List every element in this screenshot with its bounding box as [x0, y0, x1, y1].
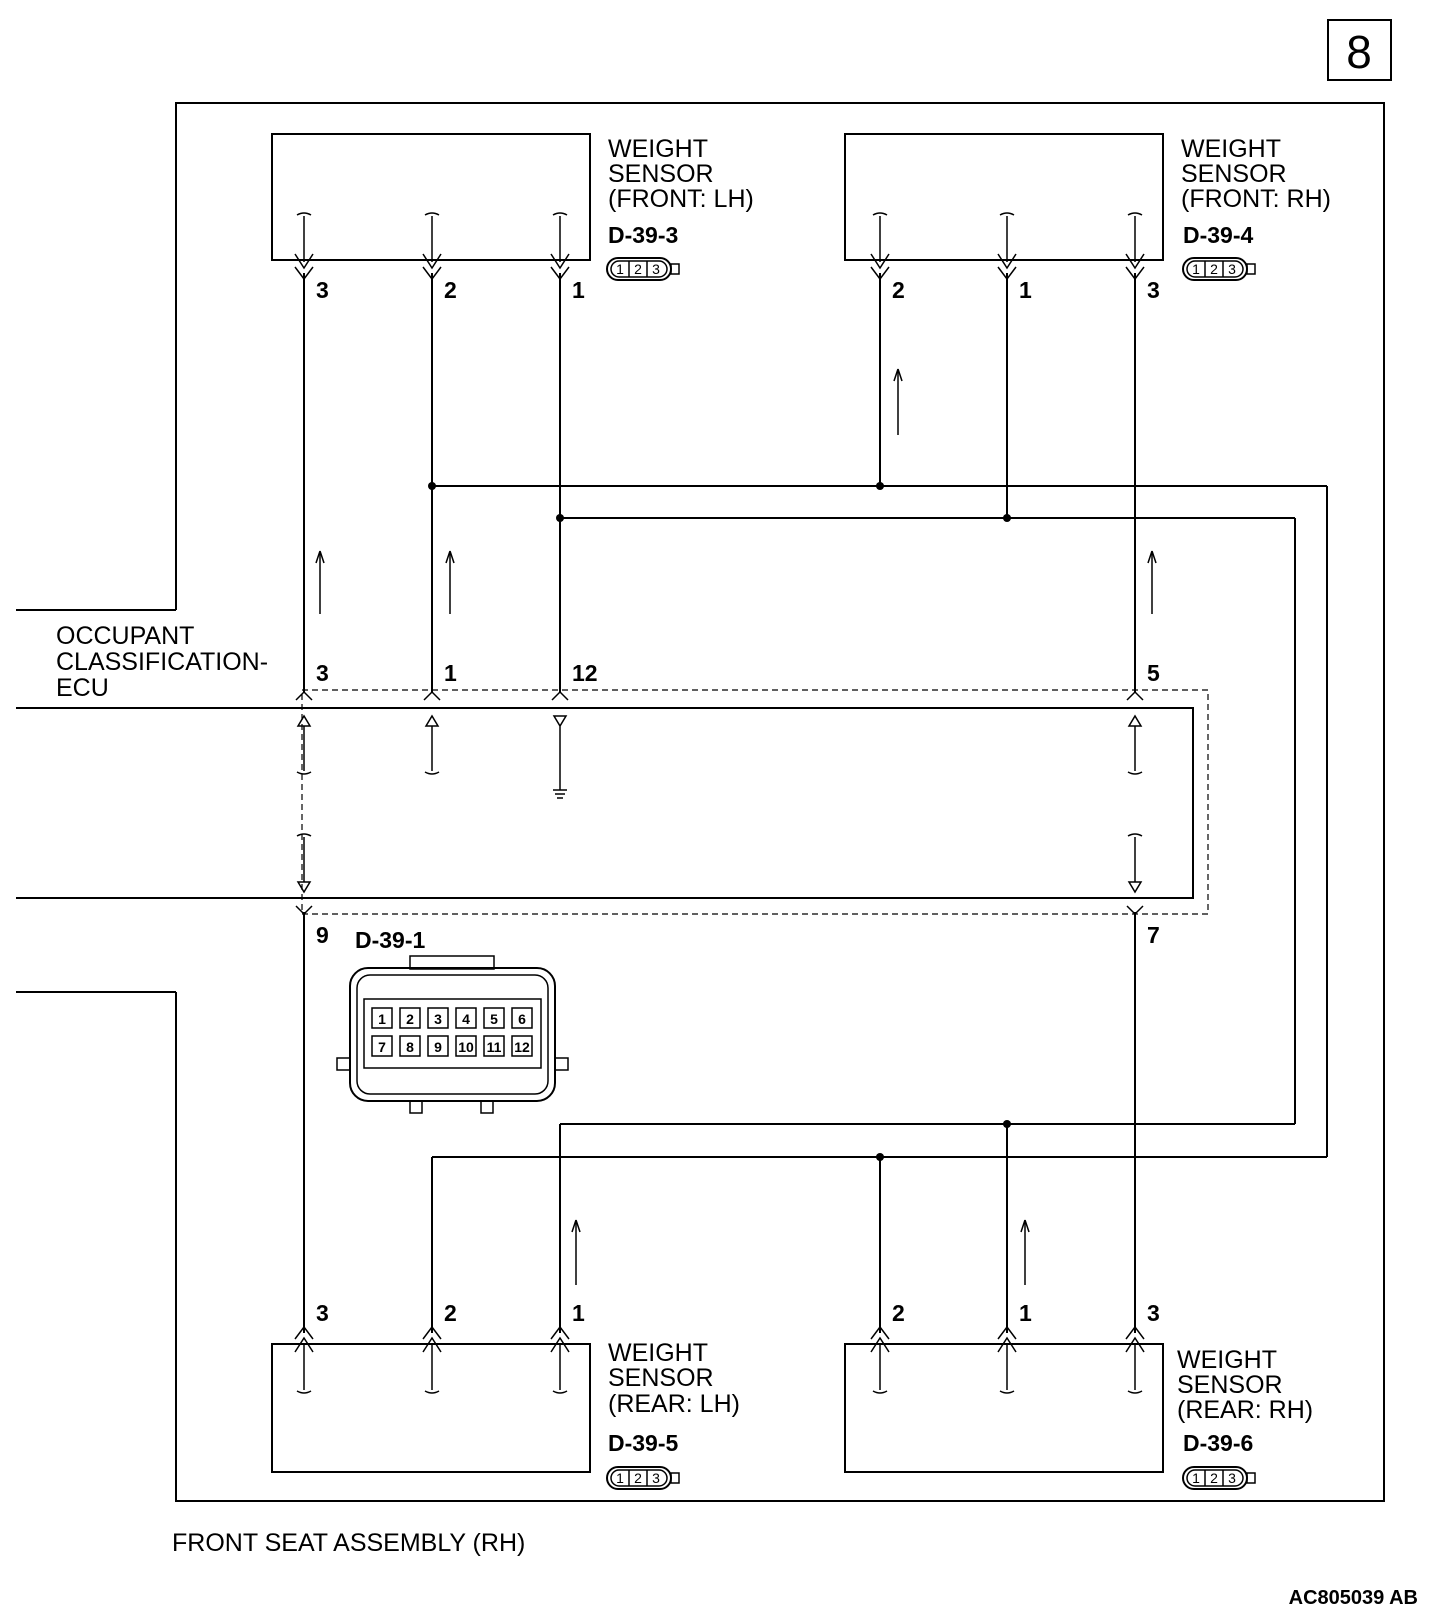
pin-label-rear-lh-c: 1 [572, 1300, 585, 1326]
terminal-icon [1125, 1325, 1145, 1394]
terminal-icon [1125, 212, 1145, 281]
ecu-pin-label-3: 3 [316, 660, 329, 686]
svg-text:6: 6 [518, 1011, 526, 1027]
pin-label-rear-rh-c: 3 [1147, 1300, 1160, 1326]
terminal-icon [550, 1325, 570, 1394]
svg-text:3: 3 [1228, 261, 1236, 277]
pin-label-rear-rh-a: 2 [892, 1300, 905, 1326]
up-arrow-icon [893, 368, 903, 435]
sensor-box-front-lh [271, 133, 591, 261]
ecu-connector-dashed-frame [301, 689, 1209, 915]
sensor-label-front-rh: WEIGHT SENSOR (FRONT: RH) [1181, 135, 1331, 213]
svg-text:3: 3 [1228, 1470, 1236, 1486]
assembly-label: FRONT SEAT ASSEMBLY (RH) [172, 1529, 525, 1557]
terminal-icon [870, 212, 890, 281]
svg-text:10: 10 [458, 1039, 474, 1055]
svg-text:2: 2 [1210, 1470, 1218, 1486]
three-pin-connector-icon-front-rh: 1 2 3 [1182, 257, 1256, 281]
svg-text:1: 1 [1192, 1470, 1200, 1486]
connector-id-front-lh: D-39-3 [608, 222, 678, 248]
pin-label-rear-lh-b: 2 [444, 1300, 457, 1326]
pin-label-front-rh-c: 3 [1147, 277, 1160, 303]
three-pin-connector-icon-rear-rh: 1 2 3 [1182, 1466, 1256, 1490]
terminal-icon [294, 1325, 314, 1394]
sensor-label-rear-rh: WEIGHT SENSOR (REAR: RH) [1177, 1346, 1313, 1424]
ecu-pin-label-9: 9 [316, 922, 329, 948]
page-number-box [1327, 19, 1392, 81]
three-pin-connector-icon-rear-lh: 1 2 3 [606, 1466, 680, 1490]
ground-icon [552, 715, 568, 799]
svg-text:7: 7 [378, 1039, 386, 1055]
wires [303, 273, 1328, 1333]
terminal-icon [294, 212, 314, 281]
svg-text:12: 12 [514, 1039, 530, 1055]
up-arrow-icon [315, 550, 325, 614]
svg-text:2: 2 [634, 1470, 642, 1486]
svg-text:8: 8 [406, 1039, 414, 1055]
pin-label-front-rh-b: 1 [1019, 277, 1032, 303]
pin-label-front-lh-a: 3 [316, 277, 329, 303]
sensor-label-front-lh: WEIGHT SENSOR (FRONT: LH) [608, 135, 754, 213]
svg-text:2: 2 [406, 1011, 414, 1027]
figure-code: AC805039 AB [1289, 1587, 1418, 1609]
svg-text:4: 4 [462, 1011, 470, 1027]
ecu-connector-id: D-39-1 [355, 927, 426, 953]
svg-text:3: 3 [652, 1470, 660, 1486]
connector-id-front-rh: D-39-4 [1183, 222, 1254, 248]
ecu-pin-label-5: 5 [1147, 660, 1160, 686]
terminal-icon [550, 212, 570, 281]
sensor-box-front-rh [844, 133, 1164, 261]
up-arrow-icon [1020, 1219, 1030, 1285]
svg-text:1: 1 [616, 1470, 624, 1486]
svg-text:1: 1 [1192, 261, 1200, 277]
svg-text:2: 2 [634, 261, 642, 277]
ecu-pin-label-12: 12 [572, 660, 598, 686]
connector-id-rear-rh: D-39-6 [1183, 1430, 1253, 1456]
up-arrow-icon [445, 550, 455, 614]
svg-text:5: 5 [490, 1011, 498, 1027]
svg-text:1: 1 [616, 261, 624, 277]
ecu-terminals [295, 690, 1144, 916]
pin-label-front-lh-c: 1 [572, 277, 585, 303]
ecu-block [16, 707, 1194, 899]
three-pin-connector-icon-front-lh: 1 2 3 [606, 257, 680, 281]
svg-text:3: 3 [652, 261, 660, 277]
terminal-icon [870, 1325, 890, 1394]
ecu-connector-pin-grid: 1 2 3 4 5 6 7 8 9 10 11 12 [371, 1007, 533, 1057]
pin-label-rear-lh-a: 3 [316, 1300, 329, 1326]
sensor-terminals [294, 212, 1145, 1394]
pin-label-front-lh-b: 2 [444, 277, 457, 303]
svg-text:11: 11 [487, 1039, 502, 1055]
connector-id-rear-lh: D-39-5 [608, 1430, 679, 1456]
sensor-box-rear-lh [271, 1343, 591, 1473]
svg-text:1: 1 [378, 1011, 386, 1027]
up-arrow-icon [571, 1219, 581, 1285]
terminal-icon [422, 212, 442, 281]
pin-label-front-rh-a: 2 [892, 277, 905, 303]
terminal-icon [997, 212, 1017, 281]
up-arrow-icon [1147, 550, 1157, 614]
pin-label-rear-rh-b: 1 [1019, 1300, 1032, 1326]
ecu-connector-face-icon [336, 955, 569, 1114]
sensor-label-rear-lh: WEIGHT SENSOR (REAR: LH) [608, 1339, 740, 1418]
svg-text:2: 2 [1210, 261, 1218, 277]
terminal-icon [997, 1325, 1017, 1394]
ecu-label: OCCUPANT CLASSIFICATION- ECU [56, 622, 275, 702]
svg-text:3: 3 [434, 1011, 442, 1027]
ecu-pin-label-1: 1 [444, 660, 457, 686]
ecu-pin-label-7: 7 [1147, 922, 1160, 948]
sensor-box-rear-rh [844, 1343, 1164, 1473]
page-number: 8 [1346, 26, 1372, 78]
terminal-icon [422, 1325, 442, 1394]
seat-assembly-outline [175, 102, 1385, 1502]
signal-direction-arrows [315, 368, 1157, 1285]
svg-text:9: 9 [434, 1039, 442, 1055]
